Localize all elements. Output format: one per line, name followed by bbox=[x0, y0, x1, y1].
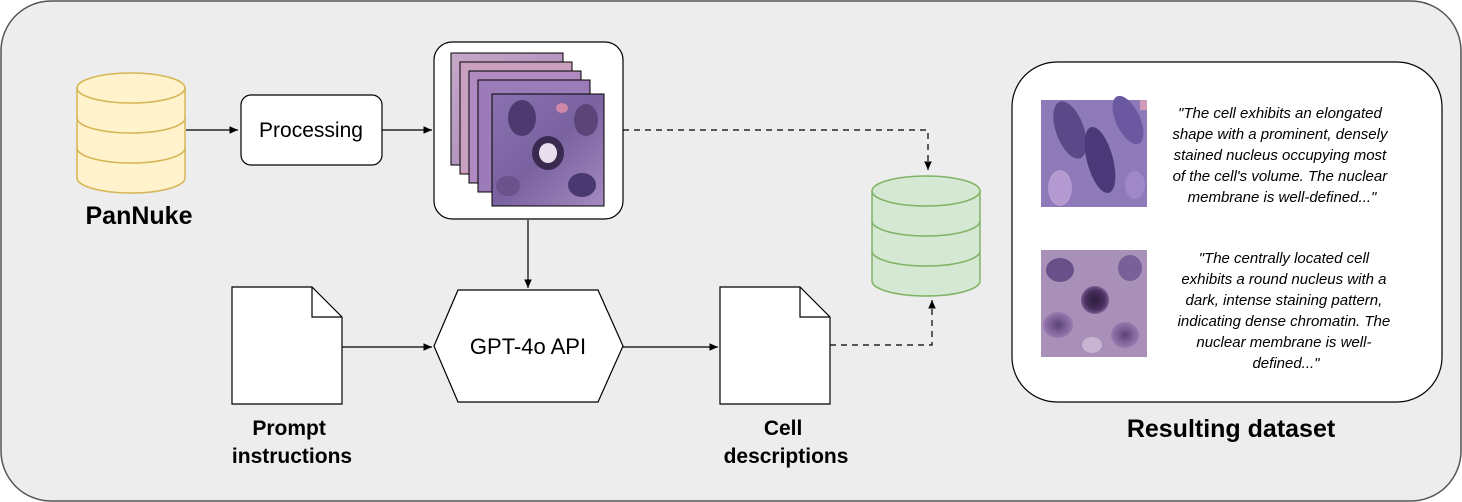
pannuke-label: PanNuke bbox=[86, 202, 193, 230]
example-cell-image-2 bbox=[1041, 250, 1147, 357]
example1-line: "The cell exhibits an elongated bbox=[1178, 105, 1382, 122]
prompt-label: Prompt instructions bbox=[232, 417, 352, 468]
result-database-icon bbox=[871, 175, 981, 297]
processing-label: Processing bbox=[259, 119, 363, 142]
example2-line: "The centrally located cell bbox=[1199, 250, 1370, 267]
dashed-arrow-descriptions-to-db bbox=[830, 300, 936, 346]
cell-descriptions-document-icon bbox=[719, 286, 831, 405]
gpt-api-hexagon bbox=[433, 289, 624, 403]
gpt-label: GPT-4o API bbox=[470, 334, 586, 359]
example1-line: stained nucleus occupying most bbox=[1174, 147, 1387, 164]
pannuke-database-icon bbox=[76, 72, 186, 194]
cell-desc-line1: Cell bbox=[764, 417, 803, 440]
stacked-images-icon bbox=[450, 52, 605, 207]
dashed-arrow-images-to-db bbox=[623, 129, 932, 170]
prompt-label-line1: Prompt bbox=[252, 417, 326, 440]
example1-line: shape with a prominent, densely bbox=[1172, 126, 1389, 143]
cell-descriptions-label: Cell descriptions bbox=[724, 417, 849, 468]
cell-desc-line2: descriptions bbox=[724, 445, 849, 468]
example2-line: exhibits a round nucleus with a bbox=[1181, 271, 1386, 288]
example2-line: defined..." bbox=[1252, 355, 1320, 372]
example-description-2: "The centrally located cell exhibits a r… bbox=[1178, 250, 1395, 372]
example1-line: of the cell's volume. The nuclear bbox=[1173, 168, 1389, 185]
resulting-dataset-label: Resulting dataset bbox=[1127, 415, 1336, 443]
example1-line: membrane is well-defined..." bbox=[1188, 189, 1377, 206]
example2-line: dark, intense staining pattern, bbox=[1186, 292, 1383, 309]
example-cell-image-1 bbox=[1041, 95, 1147, 207]
prompt-document-icon bbox=[231, 286, 343, 405]
prompt-label-line2: instructions bbox=[232, 445, 352, 468]
example-description-1: "The cell exhibits an elongated shape wi… bbox=[1172, 105, 1391, 206]
example2-line: nuclear membrane is well- bbox=[1196, 334, 1371, 351]
example2-line: indicating dense chromatin. The bbox=[1178, 313, 1391, 330]
